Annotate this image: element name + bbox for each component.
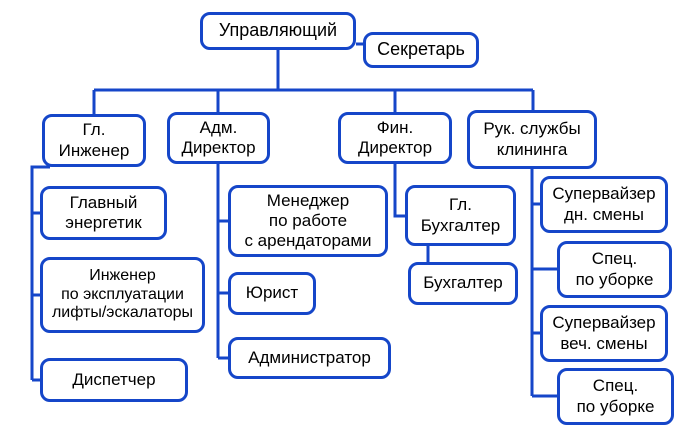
connector-engineer-spine — [30, 165, 50, 380]
node-adm-director: Адм. Директор — [167, 112, 270, 164]
node-engineer-lifts: Инженер по эксплуатации лифты/эскалаторы — [40, 257, 205, 333]
node-cleaning-specialist-evening: Спец. по уборке — [557, 368, 674, 425]
node-secretary: Секретарь — [363, 32, 479, 68]
node-tenant-manager: Менеджер по работе с арендаторами — [228, 185, 388, 257]
node-chief-engineer: Гл. Инженер — [42, 114, 146, 167]
node-dispatcher: Диспетчер — [40, 358, 188, 402]
node-administrator: Администратор — [228, 337, 391, 379]
node-accountant: Бухгалтер — [408, 262, 518, 305]
connector-fin-chief-accountant — [393, 164, 405, 218]
node-cleaning-head: Рук. службы клининга — [467, 110, 597, 169]
node-manager: Управляющий — [200, 12, 356, 50]
node-cleaning-specialist-day: Спец. по уборке — [557, 241, 672, 298]
node-chief-accountant: Гл. Бухгалтер — [405, 185, 516, 246]
node-fin-director: Фин. Директор — [338, 112, 452, 164]
node-supervisor-evening-shift: Супервайзер веч. смены — [540, 305, 668, 362]
node-chief-power-engineer: Главный энергетик — [40, 186, 167, 240]
node-supervisor-day-shift: Супервайзер дн. смены — [540, 176, 668, 233]
node-lawyer: Юрист — [228, 272, 316, 315]
